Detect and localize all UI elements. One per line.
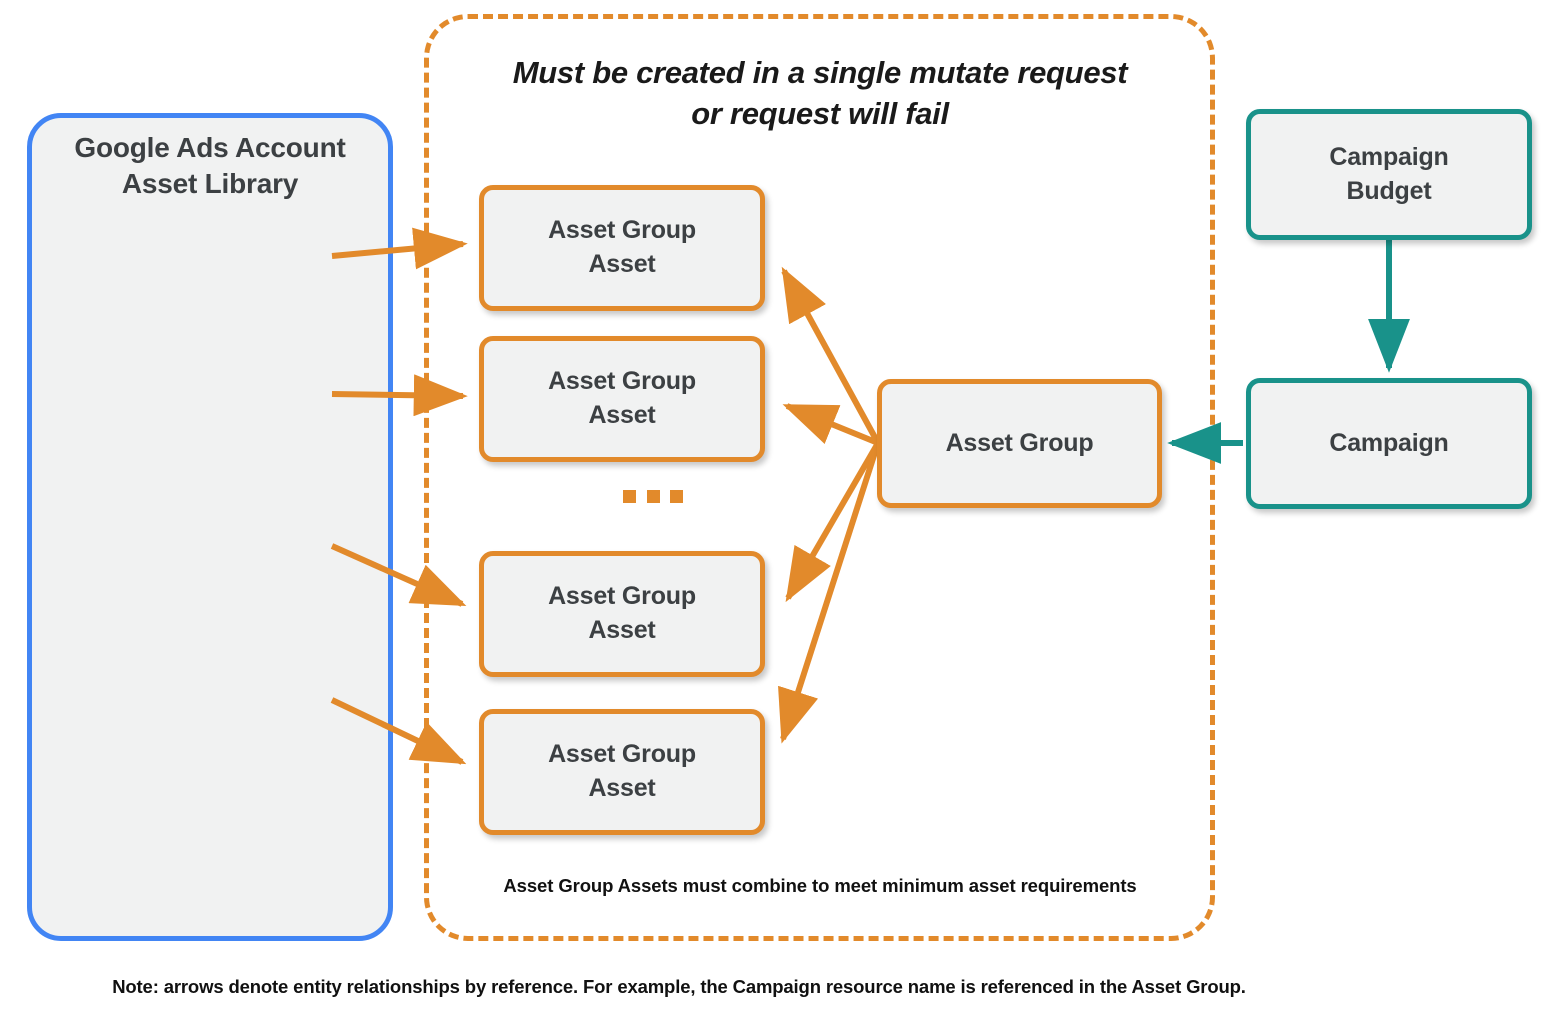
ellipsis-dot bbox=[646, 490, 660, 503]
asset-group-asset-node-1[interactable]: Asset Group Asset bbox=[479, 185, 765, 311]
mutate-title-line1: Must be created in a single mutate reque… bbox=[512, 55, 1128, 90]
node-label-line2: Asset bbox=[588, 401, 656, 429]
node-label-line1: Campaign bbox=[1329, 142, 1449, 171]
node-label: Campaign Budget bbox=[1329, 141, 1448, 209]
mutate-request-title: Must be created in a single mutate reque… bbox=[430, 52, 1210, 134]
node-label: Asset Group Asset bbox=[548, 365, 696, 433]
campaign-budget-node[interactable]: Campaign Budget bbox=[1246, 109, 1532, 240]
node-label: Asset Group bbox=[945, 428, 1094, 457]
ellipsis-dot bbox=[623, 490, 636, 503]
node-label: Asset Group Asset bbox=[548, 738, 696, 806]
node-label-line1: Asset Group bbox=[548, 582, 696, 611]
node-label-line1: Asset Group bbox=[548, 216, 696, 245]
ellipsis-indicator bbox=[623, 490, 683, 503]
node-label: Asset Group Asset bbox=[548, 214, 696, 282]
diagram-footer-note: Note: arrows denote entity relationships… bbox=[112, 976, 1246, 997]
node-label: Asset Group Asset bbox=[548, 580, 696, 648]
node-label-line2: Asset bbox=[588, 774, 656, 802]
library-title-line2: Asset Library bbox=[121, 167, 299, 199]
node-label-line2: Asset bbox=[588, 616, 656, 644]
ellipsis-dot bbox=[670, 490, 683, 503]
node-label-line1: Asset Group bbox=[548, 367, 696, 396]
asset-group-asset-node-2[interactable]: Asset Group Asset bbox=[479, 336, 765, 462]
library-title: Google Ads Account Asset Library bbox=[32, 130, 388, 202]
asset-group-asset-node-3[interactable]: Asset Group Asset bbox=[479, 551, 765, 677]
campaign-node[interactable]: Campaign bbox=[1246, 378, 1532, 509]
asset-group-asset-node-4[interactable]: Asset Group Asset bbox=[479, 709, 765, 835]
node-label: Campaign bbox=[1329, 428, 1449, 457]
library-title-line1: Google Ads Account bbox=[74, 132, 346, 163]
asset-group-node[interactable]: Asset Group bbox=[877, 379, 1162, 508]
node-label-line1: Asset Group bbox=[548, 740, 696, 769]
node-label-line2: Asset bbox=[588, 250, 656, 278]
asset-library-panel: Google Ads Account Asset Library bbox=[27, 113, 393, 941]
mutate-title-line2: or request will fail bbox=[691, 96, 949, 132]
mutate-requirements-footnote: Asset Group Assets must combine to meet … bbox=[503, 875, 1137, 896]
node-label-line2: Budget bbox=[1346, 176, 1432, 205]
